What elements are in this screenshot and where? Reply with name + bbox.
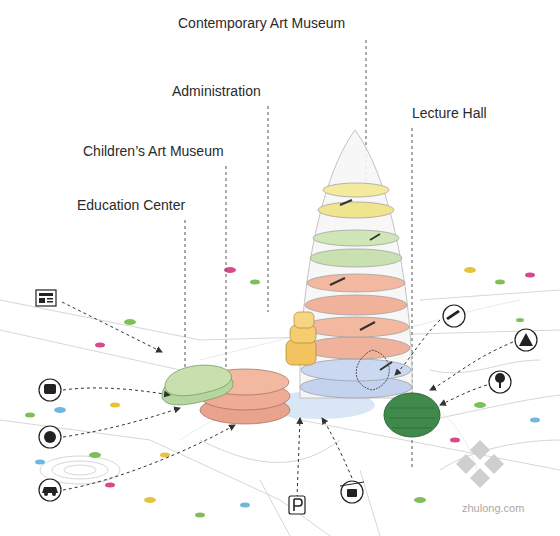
- watermark: zhulong.com: [462, 500, 524, 517]
- building-label: Contemporary Art Museum: [178, 15, 345, 32]
- building-label: Administration: [172, 83, 261, 100]
- building-label: Education Center: [77, 197, 185, 214]
- building-label: Lecture Hall: [412, 105, 487, 122]
- building-label: Children’s Art Museum: [83, 143, 224, 160]
